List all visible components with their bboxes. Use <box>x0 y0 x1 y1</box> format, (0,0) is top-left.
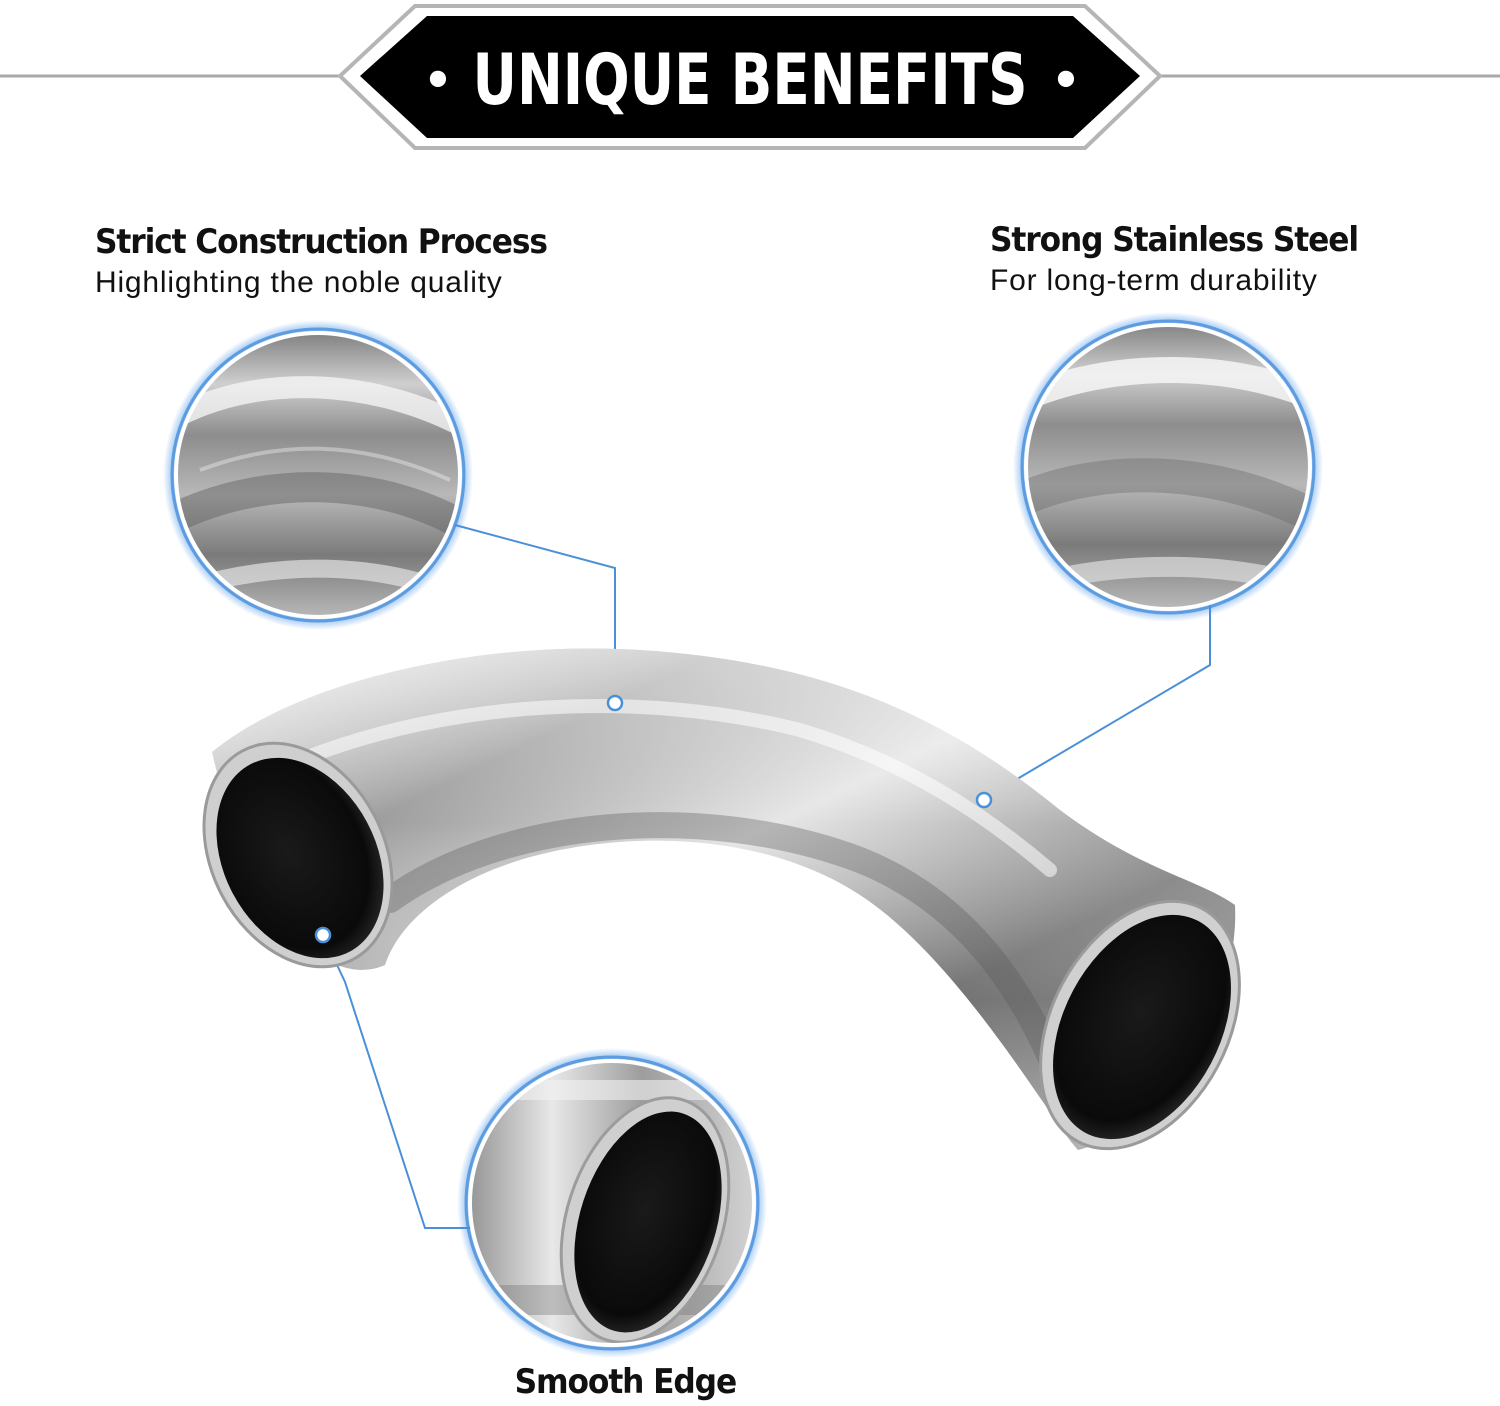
feature-construction: Strict Construction Process Highlighting… <box>95 222 586 302</box>
feature-edge: Smooth Edge <box>0 1362 1250 1402</box>
banner-fill <box>360 16 1140 138</box>
leader-line-steel <box>984 605 1211 799</box>
banner-title: UNIQUE BENEFITS <box>473 39 1028 121</box>
magnifier-construction <box>163 320 473 630</box>
feature-steel-subtitle: For long-term durability <box>990 264 1318 297</box>
feature-steel-title: Strong Stainless Steel <box>990 220 1359 260</box>
pipe-highlight <box>212 648 1236 1150</box>
banner-bullet-right: • <box>1051 53 1080 107</box>
pipe-specular <box>293 699 1057 877</box>
banner-bullet-left: • <box>423 53 452 107</box>
lens-ring <box>1024 323 1312 611</box>
anchor-edge <box>314 926 332 944</box>
anchor-steel <box>975 791 993 809</box>
pipe-left-bore <box>216 757 384 959</box>
pipe-right-bore <box>1053 914 1231 1140</box>
lens-ring <box>468 1059 756 1347</box>
header-banner: • UNIQUE BENEFITS • <box>0 4 1500 150</box>
lens-ring <box>174 331 462 619</box>
callout-anchors <box>314 694 993 944</box>
leader-line-edge <box>322 934 480 1229</box>
magnifier-edge <box>457 1048 767 1358</box>
feature-construction-title: Strict Construction Process <box>95 222 548 262</box>
feature-steel: Strong Stainless Steel For long-term dur… <box>990 220 1390 300</box>
magnifier-steel <box>1013 312 1323 622</box>
feature-edge-title: Smooth Edge <box>514 1362 737 1402</box>
feature-construction-subtitle: Highlighting the noble quality <box>95 266 503 299</box>
pipe-shadow-band <box>377 812 1073 1093</box>
pipe-elbow <box>202 648 1241 1151</box>
anchor-construction <box>606 694 624 712</box>
